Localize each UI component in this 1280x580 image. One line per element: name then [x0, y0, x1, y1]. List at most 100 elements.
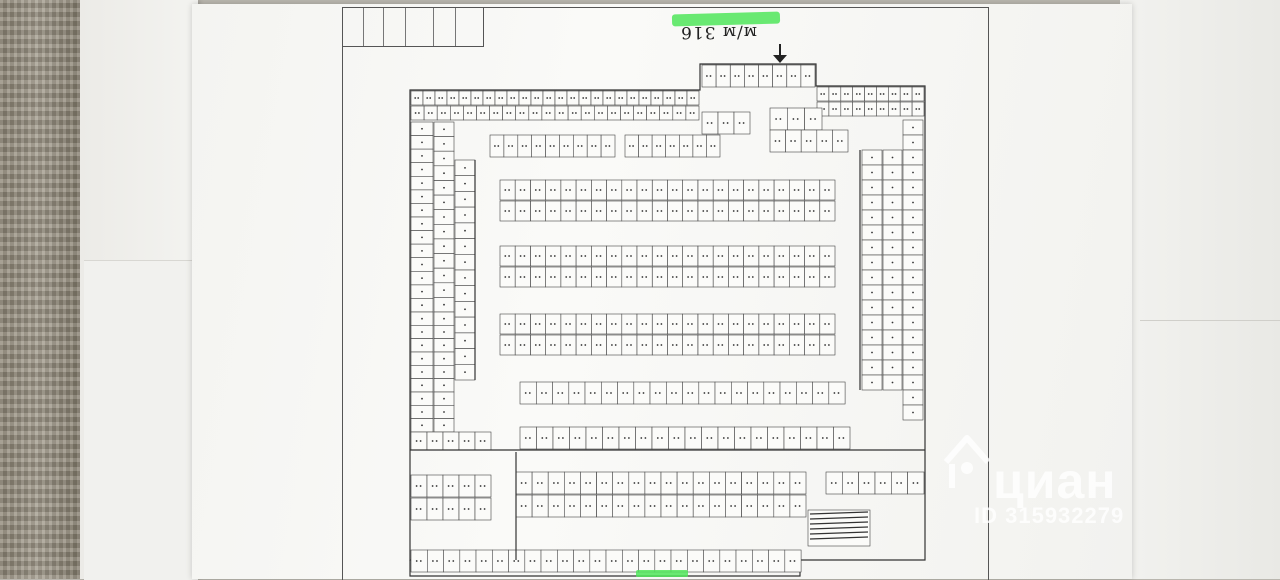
- space-mark: [896, 482, 898, 484]
- space-mark: [565, 323, 568, 325]
- space-mark: [812, 255, 815, 257]
- space-mark: [844, 93, 846, 95]
- space-mark: [871, 291, 873, 294]
- space-mark: [691, 323, 693, 325]
- space-mark: [782, 255, 785, 257]
- storage-room: [899, 101, 913, 117]
- parking-space: [763, 381, 781, 405]
- parking-space: [560, 266, 577, 288]
- parking-space: [907, 471, 925, 495]
- space-mark: [660, 276, 663, 278]
- space-mark: [630, 276, 632, 278]
- space-mark: [717, 189, 720, 191]
- space-mark: [641, 323, 644, 325]
- parking-space: [499, 200, 516, 222]
- space-mark: [805, 392, 807, 394]
- space-mark: [464, 371, 466, 373]
- space-mark: [421, 384, 423, 387]
- parking-space: [636, 266, 653, 288]
- parking-space: [728, 266, 744, 288]
- space-mark: [427, 112, 430, 114]
- parking-space: [514, 200, 531, 222]
- space-mark: [483, 508, 486, 510]
- space-mark: [486, 97, 489, 99]
- space-mark: [750, 505, 753, 507]
- space-mark: [585, 482, 587, 484]
- storage-room: [602, 90, 616, 106]
- space-mark: [867, 482, 870, 484]
- space-mark: [451, 440, 454, 442]
- space-mark: [723, 392, 726, 394]
- space-mark: [912, 156, 914, 159]
- parking-space: [684, 426, 702, 450]
- space-mark: [585, 97, 588, 99]
- storage-room: [607, 105, 621, 121]
- space-mark: [736, 323, 739, 325]
- space-mark: [607, 437, 610, 439]
- space-mark: [549, 97, 552, 99]
- space-mark: [484, 560, 487, 562]
- space-mark: [443, 397, 445, 400]
- space-mark: [431, 440, 434, 442]
- parking-space: [701, 111, 719, 135]
- space-mark: [418, 112, 420, 114]
- space-mark: [855, 108, 858, 110]
- parking-space: [773, 200, 790, 222]
- space-mark: [479, 485, 482, 487]
- space-mark: [828, 210, 830, 212]
- space-mark: [536, 505, 539, 507]
- storage-room: [590, 90, 604, 106]
- space-mark: [812, 344, 815, 346]
- space-mark: [721, 255, 724, 257]
- space-mark: [828, 276, 830, 278]
- space-mark: [656, 189, 659, 191]
- space-mark: [605, 505, 608, 507]
- space-mark: [671, 189, 674, 191]
- space-mark: [522, 112, 525, 114]
- space-mark: [645, 344, 648, 346]
- space-mark: [421, 195, 423, 198]
- space-mark: [763, 255, 766, 257]
- space-mark: [641, 255, 644, 257]
- space-mark: [630, 97, 633, 99]
- space-mark: [690, 97, 693, 99]
- storage-room: [672, 105, 687, 121]
- space-mark: [565, 210, 568, 212]
- space-mark: [519, 344, 522, 346]
- space-mark: [549, 145, 552, 147]
- title-block-cell: [405, 8, 406, 46]
- parking-space: [784, 549, 802, 573]
- space-mark: [611, 344, 613, 346]
- space-mark: [584, 276, 587, 278]
- space-mark: [782, 482, 785, 484]
- space-mark: [891, 366, 894, 369]
- parking-space: [499, 334, 516, 356]
- parking-space: [676, 471, 694, 495]
- space-mark: [504, 255, 507, 257]
- space-mark: [912, 411, 914, 414]
- parking-space: [499, 179, 516, 201]
- space-mark: [565, 276, 568, 278]
- space-mark: [740, 560, 743, 562]
- space-mark: [746, 505, 749, 507]
- space-mark: [645, 210, 648, 212]
- parking-space: [621, 179, 638, 201]
- parking-space: [606, 334, 623, 356]
- space-mark: [702, 276, 705, 278]
- parking-space: [606, 200, 623, 222]
- space-mark: [630, 323, 632, 325]
- parking-space: [651, 313, 668, 335]
- space-mark: [663, 560, 666, 562]
- space-mark: [665, 505, 668, 507]
- parking-space: [575, 245, 592, 267]
- storage-room: [482, 90, 496, 106]
- space-mark: [782, 323, 785, 325]
- space-mark: [796, 118, 799, 120]
- storage-room: [578, 90, 592, 106]
- parking-space: [825, 471, 843, 495]
- space-mark: [421, 155, 423, 157]
- parking-space: [540, 549, 558, 573]
- space-mark: [689, 112, 692, 114]
- parking-space: [788, 313, 805, 335]
- space-mark: [569, 210, 571, 212]
